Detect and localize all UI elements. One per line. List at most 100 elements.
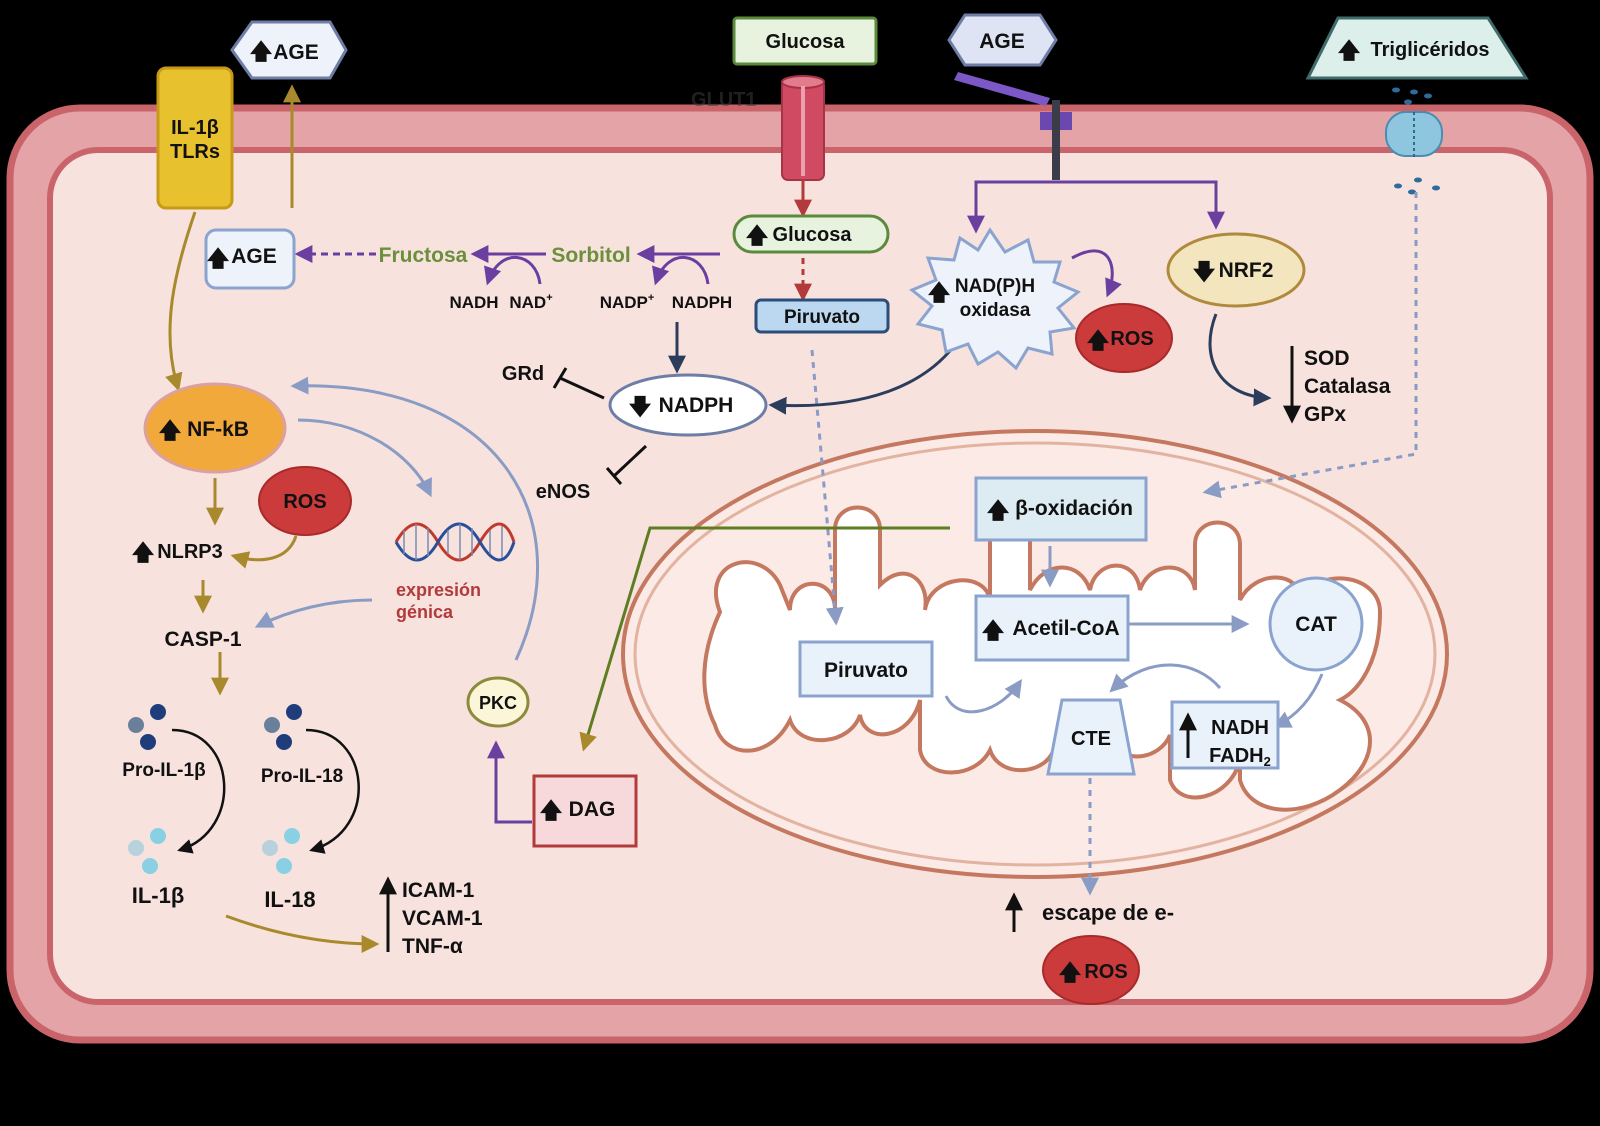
dag-box — [532, 774, 638, 848]
nrf2-label: NRF2 — [1219, 259, 1274, 282]
triglycerides-label: Triglicéridos — [1371, 39, 1490, 61]
rage-receptor-extracellular — [954, 72, 1050, 106]
nadph-label: NADPH — [659, 394, 734, 417]
pyruvate-mito-box — [798, 640, 934, 698]
inhibit-enos — [605, 444, 648, 485]
casp1-label: CASP-1 — [164, 628, 241, 651]
nfkb-ellipse — [143, 382, 287, 474]
nad-cofactor-superscript: + — [546, 292, 552, 304]
arrow-pyruvate-to-acetylcoa — [944, 679, 1022, 714]
arrow-nrf2-to-enzymes — [1208, 313, 1272, 407]
fadh-text: FADH — [1209, 745, 1263, 767]
ros-inflammation-label: ROS — [283, 491, 326, 513]
il1b-particles — [128, 828, 166, 874]
adhesion-molecule-0: ICAM-1 — [402, 879, 475, 902]
nadph-cofactor-label: NADPH — [672, 293, 732, 312]
arc-pro-il1b — [171, 728, 226, 854]
antioxidant-enzyme-2: GPx — [1304, 403, 1346, 426]
sorbitol-label: Sorbitol — [551, 244, 630, 267]
arrow-cat-to-nadh — [1272, 673, 1324, 728]
pkc-label: PKC — [479, 693, 517, 713]
age-released-up-arrow: 🡅 — [250, 39, 273, 64]
pkc-ellipse — [466, 676, 530, 728]
glut1-label: GLUT1 — [691, 89, 757, 111]
connector-arrows — [165, 84, 1418, 953]
triglycerides-trapezoid — [1305, 16, 1529, 80]
cte-trapezoid — [1046, 698, 1136, 776]
arrow-oxidase-to-ros — [1071, 249, 1122, 298]
arc-nadp-nadph — [652, 255, 710, 286]
nadh-cofactor-label: NADH — [449, 293, 498, 312]
glucose-internal-up-arrow: 🡅 — [746, 223, 769, 248]
age-released-label: AGE — [273, 41, 319, 64]
arrow-il-to-adhesion — [225, 914, 380, 953]
ros-mito-up-arrow: 🡅 — [1059, 960, 1082, 985]
adhesion-molecule-2: TNF-α — [402, 935, 463, 958]
arrow-dag-to-pkc — [487, 740, 532, 824]
oxidase-line2: oxidasa — [960, 300, 1031, 321]
nadp-cofactor-superscript: + — [648, 292, 654, 304]
beta-oxidation-label: β-oxidación — [1015, 497, 1133, 520]
pro-il18-particles — [264, 704, 302, 750]
nadh-mito-label: NADH — [1211, 717, 1269, 739]
glucose-internal-pill — [732, 214, 890, 254]
oxidase-line1: NAD(P)H — [955, 276, 1035, 297]
nrf2-ellipse — [1166, 232, 1306, 308]
nlrp3-label: NLRP3 — [157, 541, 223, 563]
enos-label: eNOS — [536, 481, 590, 503]
age-internal-box — [204, 228, 296, 290]
glucose-external-box — [732, 16, 878, 66]
triglycerides-up-arrow: 🡅 — [1338, 38, 1361, 63]
pyruvate-cytosol-box — [754, 298, 890, 334]
adhesion-molecule-1: VCAM-1 — [402, 907, 483, 930]
nad-cofactor-text: NAD — [509, 293, 546, 312]
age-receptor-hexagon — [947, 13, 1058, 67]
il18-particles — [262, 828, 300, 874]
ros-mito-ellipse — [1042, 935, 1140, 1005]
acetyl-coa-box — [974, 594, 1130, 662]
ros-oxidase-up-arrow: 🡅 — [1087, 328, 1110, 353]
arrow-triglycerides-to-betaox — [1202, 192, 1418, 499]
glucose-external-label: Glucosa — [766, 31, 846, 53]
cat-label: CAT — [1295, 613, 1337, 636]
arrow-gene-to-casp1 — [254, 598, 373, 628]
mitochondrion-outer-inner-edge — [633, 441, 1437, 867]
nfkb-label: NF-kB — [187, 418, 249, 441]
gene-expression-line1: expresión — [396, 580, 481, 600]
acetyl-coa-label: Acetil-CoA — [1012, 617, 1119, 640]
il1b-label: IL-1β — [132, 883, 185, 908]
oxidase-up-arrow: 🡅 — [928, 280, 951, 305]
nrf2-down-arrow: 🡇 — [1193, 259, 1216, 284]
cte-label: CTE — [1071, 728, 1111, 750]
ros-oxidase-ellipse — [1075, 303, 1173, 373]
electron-leak-label: escape de e- — [1042, 900, 1174, 925]
nlrp3-up-arrow: 🡅 — [132, 540, 155, 565]
triglyceride-particles — [1392, 87, 1440, 195]
pyruvate-mito-label: Piruvato — [824, 659, 908, 682]
age-internal-up-arrow: 🡅 — [207, 246, 230, 271]
ros-inflammation-ellipse — [258, 466, 352, 536]
antioxidant-enzyme-1: Catalasa — [1304, 375, 1391, 398]
age-receptor-label: AGE — [979, 30, 1025, 53]
arc-pro-il18 — [305, 728, 360, 854]
arrow-ros-to-nlrp3 — [230, 535, 298, 569]
il18-label: IL-18 — [264, 887, 315, 912]
nadp-cofactor-label: NADP+ — [600, 292, 655, 312]
nfkb-up-arrow: 🡅 — [159, 418, 182, 443]
arrow-oxidase-to-nadph — [768, 345, 956, 415]
age-internal-label: AGE — [231, 245, 277, 268]
ros-oxidase-label: ROS — [1110, 328, 1153, 350]
beta-oxidation-up-arrow: 🡅 — [987, 498, 1010, 523]
arrow-receptor-to-nfkb — [165, 211, 197, 392]
nadph-oxidase-star — [909, 227, 1081, 371]
nad-cofactor-label: NAD+ — [509, 292, 552, 312]
nadph-down-arrow: 🡇 — [629, 394, 652, 419]
beta-oxidation-box — [974, 476, 1148, 542]
ros-mito-label: ROS — [1084, 961, 1127, 983]
dna-helix-icon — [394, 522, 516, 562]
pro-il1b-label: Pro-IL-1β — [122, 760, 205, 781]
pyruvate-cytosol-label: Piruvato — [784, 307, 860, 328]
antioxidant-enzyme-0: SOD — [1304, 347, 1350, 370]
